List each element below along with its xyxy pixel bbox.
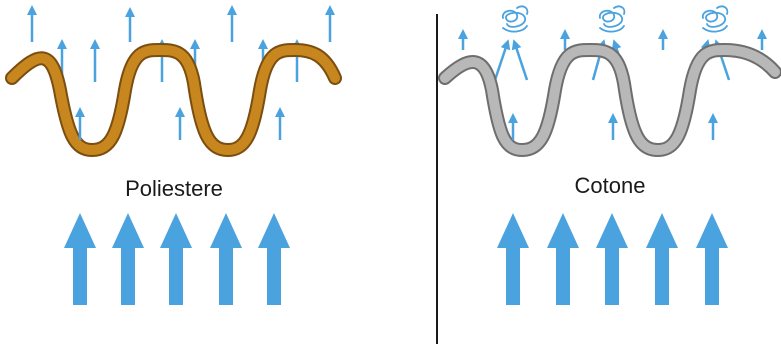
cotton-fabric-wave-fill — [445, 50, 775, 150]
heat-arrow — [696, 213, 728, 305]
vapor-swirl — [503, 6, 528, 31]
vapor-swirl — [600, 6, 625, 31]
panel-polyester: Poliestere — [12, 10, 335, 305]
vapor-up-arrow — [515, 44, 527, 80]
polyester-label: Poliestere — [125, 176, 223, 201]
heat-arrow — [596, 213, 628, 305]
heat-arrow — [64, 213, 96, 305]
heat-arrow — [210, 213, 242, 305]
heat-arrow — [112, 213, 144, 305]
heat-arrow — [497, 213, 529, 305]
heat-arrow — [547, 213, 579, 305]
cotton-heat-arrows — [497, 213, 728, 305]
panel-cotton: Cotone — [445, 6, 775, 305]
vapor-up-arrow — [495, 44, 507, 80]
polyester-fabric-wave-fill — [12, 50, 335, 150]
polyester-heat-arrows — [64, 213, 290, 305]
heat-arrow — [160, 213, 192, 305]
cotton-vapor-swirls — [503, 6, 728, 31]
heat-arrow — [258, 213, 290, 305]
heat-arrow — [646, 213, 678, 305]
cotton-label: Cotone — [575, 173, 646, 198]
vapor-swirl — [703, 6, 728, 31]
